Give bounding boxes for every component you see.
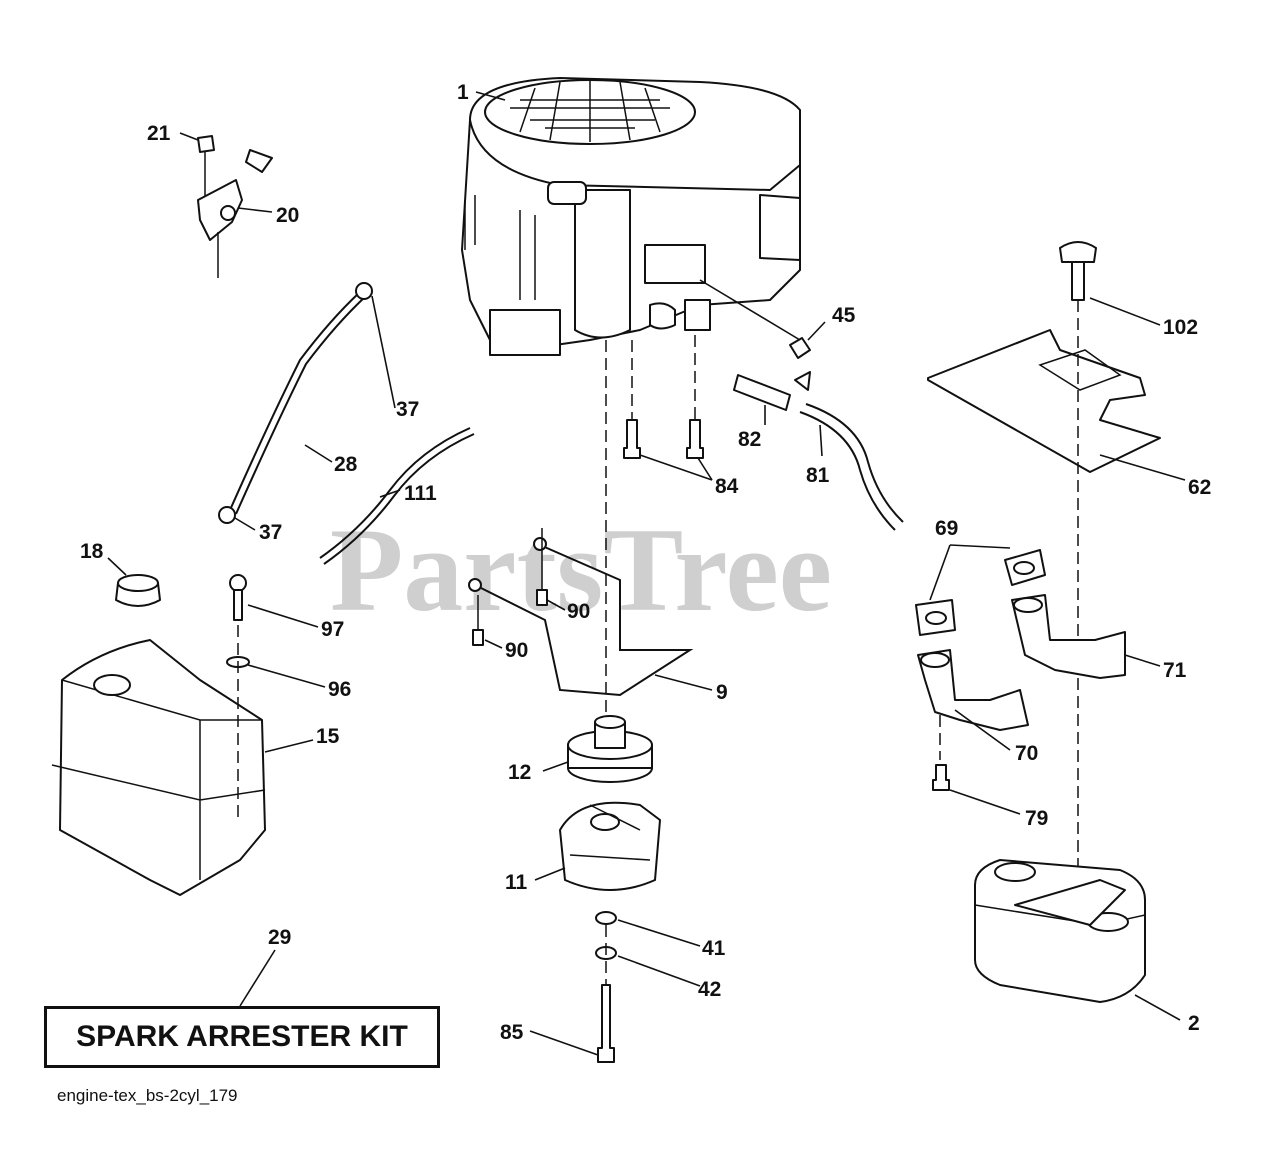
- gasket: [468, 528, 694, 697]
- callout-29: 29: [268, 926, 291, 949]
- callout-41: 41: [702, 937, 726, 960]
- callout-62: 62: [1188, 476, 1211, 499]
- engine: [461, 77, 801, 356]
- callout-42: 42: [698, 978, 721, 1001]
- fuel-hoses: [218, 282, 475, 565]
- fuel-tank: [51, 639, 266, 896]
- callout-37-top: 37: [396, 398, 419, 421]
- callout-79: 79: [1025, 807, 1048, 830]
- pulley: [567, 715, 653, 783]
- callout-90-bottom: 90: [505, 639, 528, 662]
- fuel-filter: [733, 337, 904, 531]
- watermark: PartsTree: [330, 503, 832, 636]
- callout-18: 18: [80, 540, 104, 563]
- callout-111: 111: [404, 482, 437, 505]
- callout-37-bottom: 37: [259, 521, 282, 544]
- callout-82: 82: [738, 428, 761, 451]
- callout-21: 21: [147, 122, 171, 145]
- callout-71: 71: [1163, 659, 1187, 682]
- tank-screw: [226, 574, 250, 820]
- callout-1: 1: [457, 81, 469, 104]
- callout-11: 11: [505, 871, 528, 894]
- callout-102: 102: [1163, 316, 1198, 339]
- callout-81: 81: [806, 464, 830, 487]
- callout-9: 9: [716, 681, 728, 704]
- spark-arrester-kit-label: SPARK ARRESTER KIT: [76, 1020, 408, 1053]
- callout-leaders: [107, 91, 1186, 1056]
- diagram-caption: engine-tex_bs-2cyl_179: [57, 1086, 238, 1105]
- callout-12: 12: [508, 761, 531, 784]
- spark-arrester-kit-box: SPARK ARRESTER KIT: [44, 1006, 440, 1068]
- callout-70: 70: [1015, 742, 1038, 765]
- callout-97: 97: [321, 618, 344, 641]
- callout-2: 2: [1188, 1012, 1200, 1035]
- callout-85: 85: [500, 1021, 524, 1044]
- callout-96: 96: [328, 678, 351, 701]
- washers-bolt: [595, 911, 617, 1063]
- callout-69: 69: [935, 517, 958, 540]
- callout-84: 84: [715, 475, 739, 498]
- callout-45: 45: [832, 304, 856, 327]
- callout-28: 28: [334, 453, 358, 476]
- heat-shield: [927, 241, 1161, 870]
- callout-90-top: 90: [567, 600, 590, 623]
- callout-15: 15: [316, 725, 340, 748]
- callout-labels: 1 21 20 37 28 111 37 18 97 96 15 90 90 9…: [80, 81, 1211, 1044]
- pto-clutch: [559, 801, 661, 891]
- engine-bolts: [623, 419, 704, 459]
- throttle-bracket: [197, 135, 273, 278]
- exhaust-pipes: [915, 549, 1126, 791]
- callout-20: 20: [276, 204, 299, 227]
- muffler: [974, 859, 1146, 1003]
- fuel-cap: [115, 574, 161, 607]
